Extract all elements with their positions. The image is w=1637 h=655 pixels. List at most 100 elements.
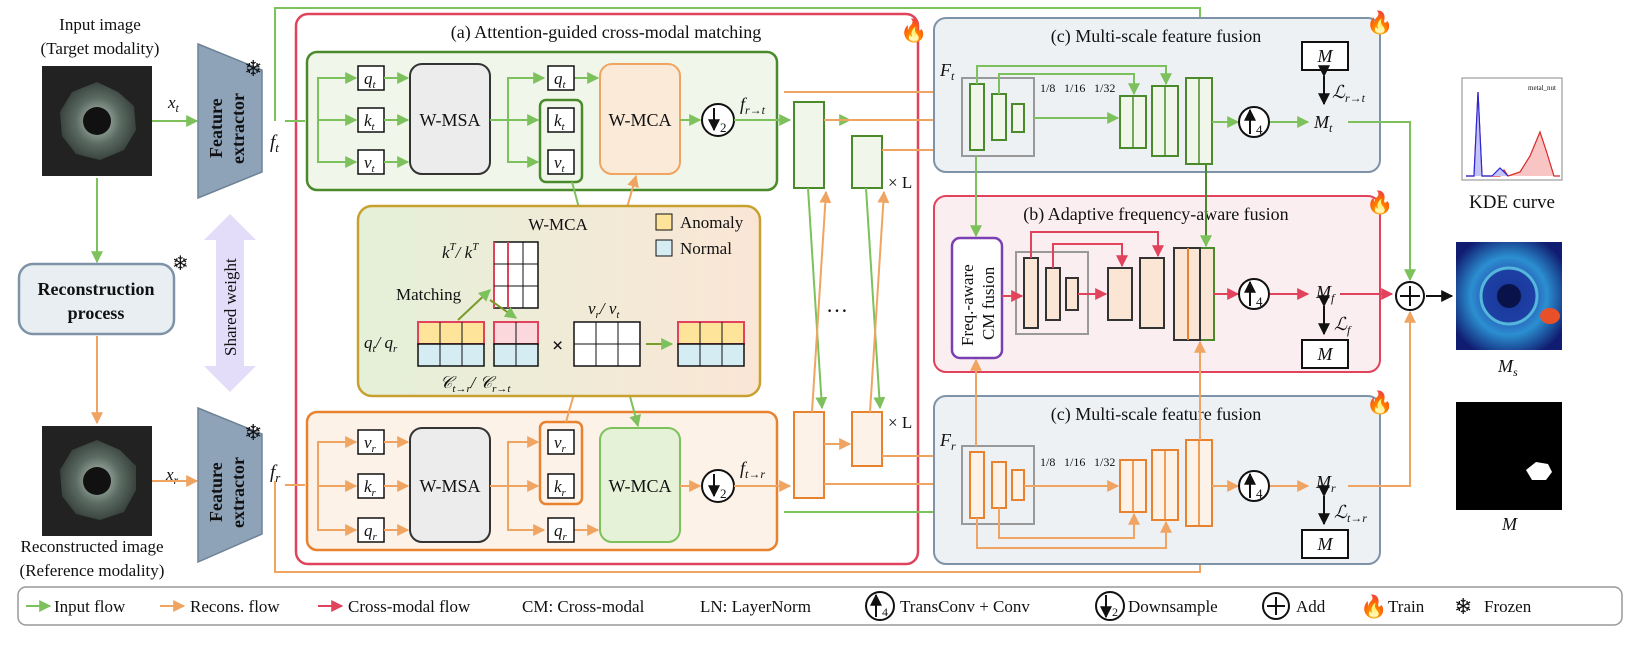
feature-extractor-bottom — [197, 406, 263, 564]
up-b-digit: 4 — [1256, 294, 1263, 309]
down-bottom-digit: 2 — [720, 486, 727, 501]
recon-title-2: (Reference modality) — [20, 561, 165, 580]
v-t-2: vt — [554, 153, 566, 175]
Fr-label: Fr — [939, 430, 956, 453]
up-top-digit: 4 — [1256, 122, 1263, 137]
Mt-label: Mt — [1313, 112, 1333, 135]
frac-bottom-3: 1/32 — [1094, 455, 1115, 469]
kde-plot: metal_nut — [1461, 77, 1563, 181]
transconv-icon — [865, 591, 895, 621]
q-r: qr — [364, 521, 378, 543]
transconv-icon — [1238, 278, 1270, 310]
M-label: M — [1501, 514, 1518, 534]
ms-heatmap — [1456, 242, 1562, 350]
Ft-label: Ft — [939, 60, 955, 83]
xt-label: xt — [167, 93, 180, 115]
train-icon: 🔥 — [900, 18, 927, 43]
block-bottom-2 — [851, 411, 883, 467]
panel-c-bottom-title: (c) Multi-scale feature fusion — [1051, 404, 1261, 425]
xl-bottom: × L — [888, 413, 912, 432]
legend-cm: CM: Cross-modal — [522, 597, 645, 616]
qkv-bottom — [357, 429, 385, 543]
gt-box-b-label: M — [1317, 344, 1334, 364]
q-r-2: qr — [554, 521, 568, 543]
downsample-icon — [701, 469, 735, 503]
legend-anomaly: Anomaly — [680, 213, 744, 232]
q-t-2: qt — [554, 69, 567, 91]
legend-up-digit: 4 — [882, 605, 888, 619]
k-r: kr — [364, 477, 377, 499]
recon-process-line2: process — [68, 303, 125, 323]
q-t: qt — [364, 69, 377, 91]
legend-downsample: Downsample — [1128, 597, 1218, 616]
block-top-2 — [851, 135, 883, 189]
pyramid-b — [1023, 257, 1165, 329]
times-sign: × — [552, 335, 563, 357]
wmsa-bottom-label: W-MSA — [419, 476, 480, 496]
reconstruction-process-box — [17, 262, 176, 336]
fe-bottom-line2: extractor — [228, 457, 248, 528]
gt-box-b — [1301, 339, 1349, 369]
shared-weight-arrow — [204, 214, 256, 392]
legend-frozen: Frozen — [1484, 597, 1532, 616]
fe-bottom-line1: Feature — [206, 462, 226, 522]
gt-box-bottom — [1301, 529, 1349, 559]
c-label: 𝒞t→r/ 𝒞r→t — [440, 373, 511, 395]
transconv-icon — [1238, 470, 1270, 502]
frozen-icon: ❄ — [172, 253, 189, 275]
train-icon: 🔥 — [1366, 190, 1393, 215]
fr-label: fr — [270, 462, 281, 485]
gt-box-top-label: M — [1317, 46, 1334, 66]
qkv-top — [357, 65, 385, 175]
freq-cm-line2: CM fusion — [979, 266, 998, 340]
input-image — [42, 66, 152, 176]
recon-process-line1: Reconstruction — [38, 279, 155, 299]
legend-add: Add — [1296, 597, 1326, 616]
f-rt-label: fr→t — [740, 94, 766, 117]
train-icon: 🔥 — [1366, 390, 1393, 415]
loss-tr: ℒt→r — [1334, 502, 1367, 525]
loss-rt: ℒr→t — [1332, 82, 1366, 105]
train-icon: 🔥 — [1360, 594, 1387, 619]
kt-label: kT/ kT — [442, 241, 479, 262]
fe-top-line1: Feature — [206, 98, 226, 158]
wmsa-top-label: W-MSA — [419, 110, 480, 130]
v-r: vr — [364, 433, 377, 455]
loss-f: ℒf — [1334, 314, 1352, 337]
frac-top-1: 1/8 — [1040, 81, 1055, 95]
k-r-2: kr — [554, 477, 567, 499]
frac-bottom-1: 1/8 — [1040, 455, 1055, 469]
reconstructed-image — [42, 426, 152, 536]
down-top-digit: 2 — [720, 120, 727, 135]
wmca-top-label: W-MCA — [609, 110, 672, 130]
legend-normal: Normal — [680, 239, 732, 258]
f-tr-label: ft→r — [740, 458, 765, 481]
legend-cross-flow: Cross-modal flow — [348, 597, 471, 616]
frac-top-2: 1/16 — [1064, 81, 1085, 95]
q-matrix — [417, 321, 485, 367]
fe-top-line2: extractor — [228, 93, 248, 164]
gt-mask — [1456, 402, 1562, 510]
Ms-label: Ms — [1497, 356, 1518, 379]
legend-ln: LN: LayerNorm — [700, 597, 811, 616]
recon-title-1: Reconstructed image — [20, 537, 163, 556]
downsample-icon — [1095, 591, 1125, 621]
xr-label: xr — [165, 465, 179, 487]
frozen-icon: ❄ — [244, 56, 262, 81]
out-matrix — [677, 321, 745, 367]
v-r-2: vr — [554, 433, 567, 455]
wmca-bottom-label: W-MCA — [609, 476, 672, 496]
v-matrix — [573, 321, 641, 367]
frozen-icon: ❄ — [244, 420, 262, 445]
frac-top-3: 1/32 — [1094, 81, 1115, 95]
kde-label: KDE curve — [1469, 192, 1555, 213]
freq-cm-fusion — [950, 236, 1004, 360]
legend-train: Train — [1388, 597, 1425, 616]
ellipsis: … — [826, 292, 848, 317]
train-icon: 🔥 — [1366, 10, 1393, 35]
legend-down-digit: 2 — [1112, 605, 1118, 619]
v-t: vt — [364, 153, 376, 175]
transconv-icon — [1238, 106, 1270, 138]
panel-c-top-title: (c) Multi-scale feature fusion — [1051, 26, 1261, 47]
